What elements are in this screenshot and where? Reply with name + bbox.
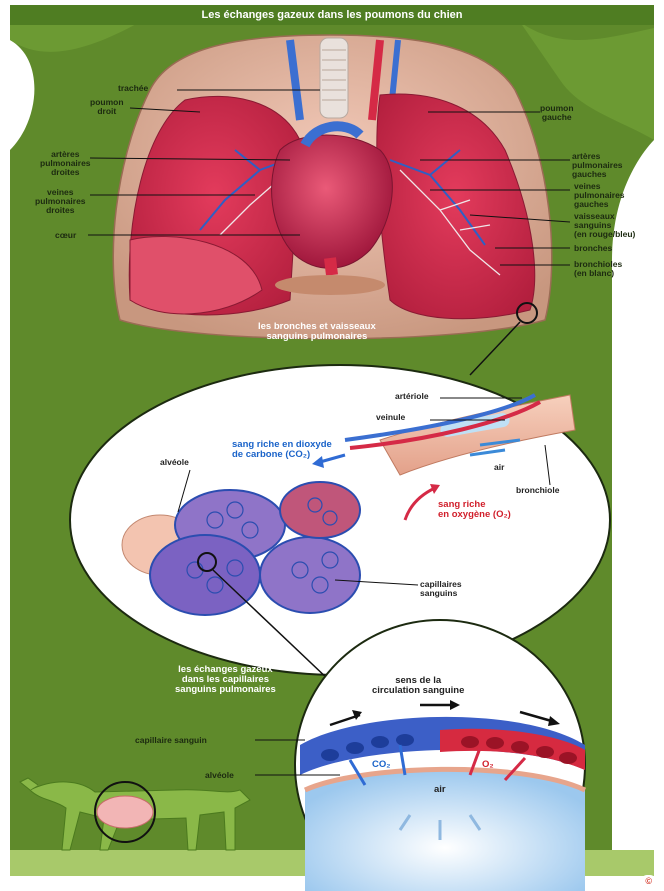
label-arteres-gauches: artères pulmonaires gauches <box>572 152 623 179</box>
label-alveole-bottom: alvéole <box>205 771 234 780</box>
label-air-bottom: air <box>434 785 446 795</box>
label-arteres-droites: artères pulmonaires droites <box>40 150 91 177</box>
label-arteriole: artériole <box>395 392 429 401</box>
label-bronchioles: bronchioles (en blanc) <box>574 260 622 278</box>
label-capillaire-sanguin: capillaire sanguin <box>135 736 207 745</box>
label-bronchiole: bronchiole <box>516 486 559 495</box>
dog-lungs <box>97 796 153 828</box>
label-veines-gauches: veines pulmonaires gauches <box>574 182 625 209</box>
label-sens-circulation: sens de la circulation sanguine <box>372 676 464 696</box>
caption-echanges-gazeux: les échanges gazeux dans les capillaires… <box>175 665 276 695</box>
alveole-sac-2 <box>150 535 260 615</box>
alveole-sac-3 <box>260 537 360 613</box>
label-capillaires: capillaires sanguins <box>420 580 462 598</box>
aorta-bottom <box>330 258 332 275</box>
label-bronches: bronches <box>574 244 612 253</box>
label-alveole-middle: alvéole <box>160 458 189 467</box>
label-poumon-gauche: poumon gauche <box>540 104 574 122</box>
publisher-logo: © <box>641 875 656 887</box>
diaphragm <box>275 275 385 295</box>
label-veines-droites: veines pulmonaires droites <box>35 188 86 215</box>
label-trachee: trachée <box>118 84 148 93</box>
label-sang-co2: sang riche en dioxyde de carbone (CO₂) <box>232 440 332 460</box>
poster-title: Les échanges gazeux dans les poumons du … <box>10 5 654 25</box>
label-vaisseaux: vaisseaux sanguins (en rouge/bleu) <box>574 212 635 239</box>
label-o2: O₂ <box>482 760 494 770</box>
label-air-middle: air <box>494 463 504 472</box>
caption-bronches-vaisseaux: les bronches et vaisseaux sanguins pulmo… <box>258 322 376 342</box>
label-coeur: cœur <box>55 231 76 240</box>
label-sang-o2: sang riche en oxygène (O₂) <box>438 500 511 520</box>
label-veinule: veinule <box>376 413 405 422</box>
label-co2: CO₂ <box>372 760 390 770</box>
label-poumon-droit: poumon droit <box>90 98 124 116</box>
